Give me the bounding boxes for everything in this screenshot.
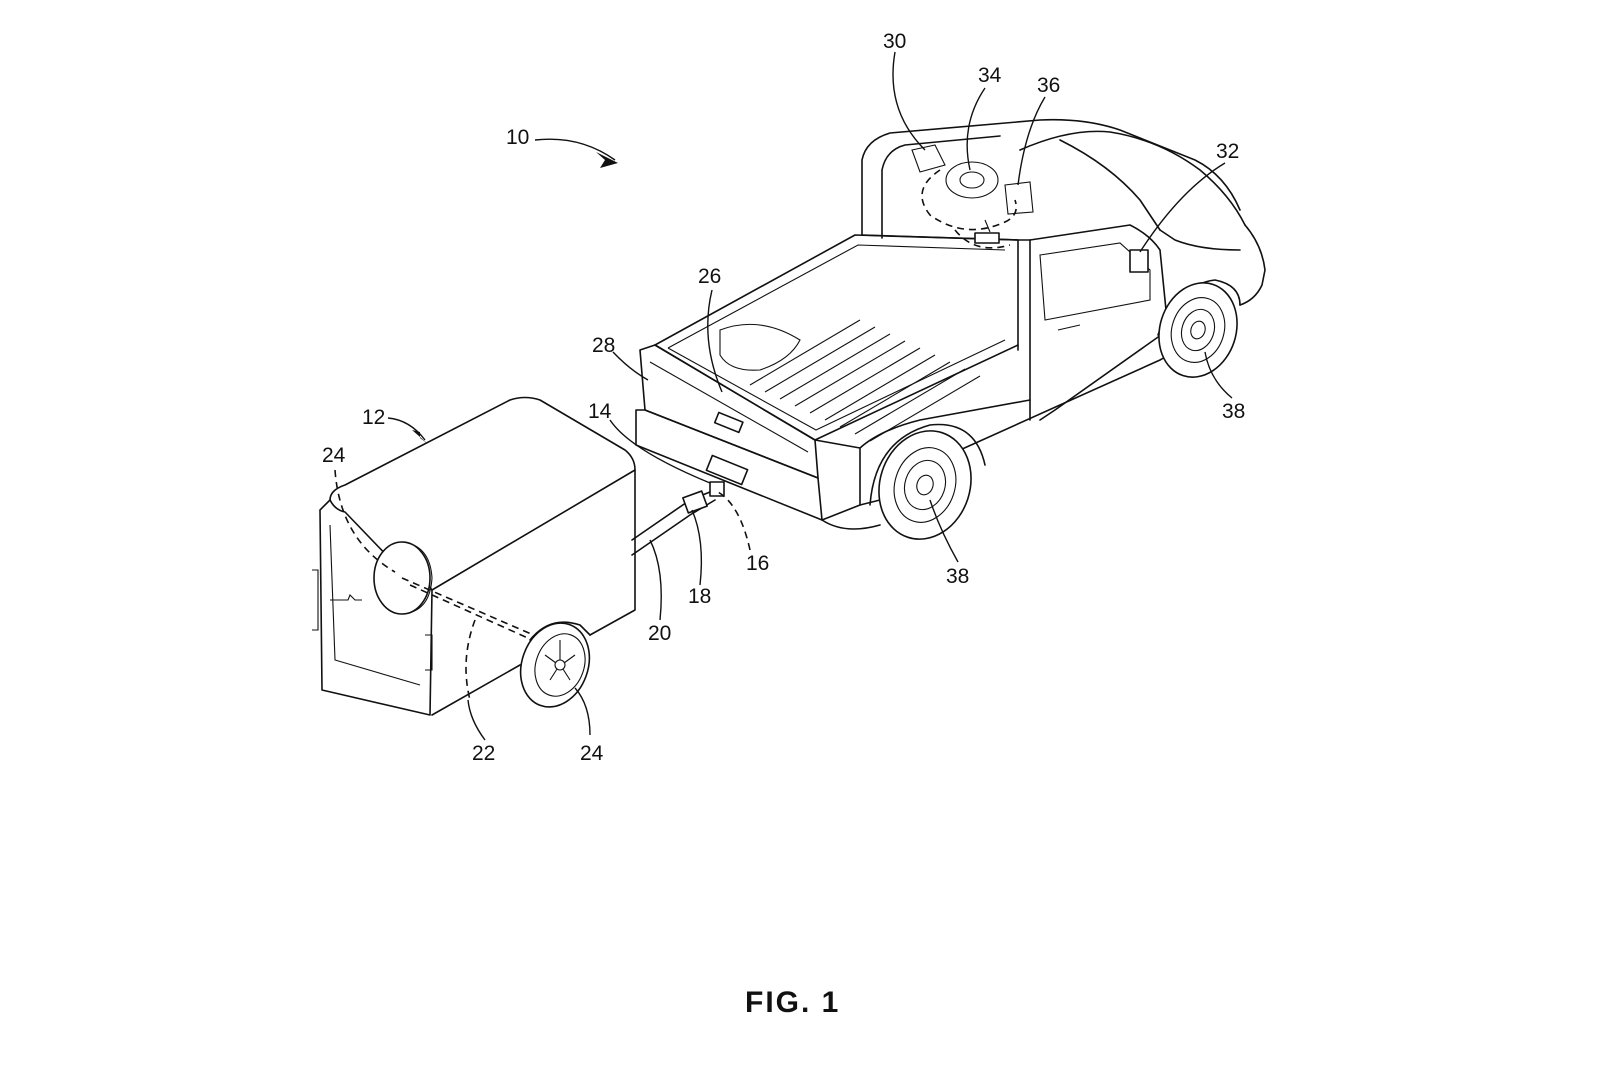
label-coupler: 18 bbox=[688, 585, 711, 608]
label-bed: 26 bbox=[698, 265, 721, 288]
figure-caption: FIG. 1 bbox=[745, 986, 840, 1019]
side-mirror-shape bbox=[1129, 249, 1149, 273]
vehicle-rear-wheel bbox=[878, 430, 972, 540]
label-side-mirror: 32 bbox=[1216, 140, 1239, 163]
label-trailer: 12 bbox=[362, 406, 385, 429]
label-hitch-sensor: 16 bbox=[746, 552, 769, 575]
label-dashboard-display: 30 bbox=[883, 30, 906, 53]
label-vehicle-wheel-front: 38 bbox=[1222, 400, 1245, 423]
label-steering-wheel: 34 bbox=[978, 64, 1002, 87]
label-controller: 36 bbox=[1037, 74, 1060, 97]
label-system: 10 bbox=[506, 126, 529, 149]
label-trailer-wheel-upper: 24 bbox=[322, 444, 346, 467]
label-tailgate: 28 bbox=[592, 334, 615, 357]
hitch-assembly bbox=[631, 481, 725, 556]
label-tongue: 20 bbox=[648, 622, 671, 645]
label-vehicle-wheel-rear: 38 bbox=[946, 565, 969, 588]
label-axle: 22 bbox=[472, 742, 495, 765]
trailer bbox=[312, 396, 636, 716]
label-trailer-wheel-lower: 24 bbox=[580, 742, 604, 765]
trailer-wheel bbox=[519, 621, 591, 708]
vehicle-front-wheel bbox=[1158, 282, 1238, 378]
leader-lines bbox=[334, 51, 1233, 741]
label-hitch-point: 14 bbox=[588, 400, 612, 423]
steering-wheel-shape bbox=[945, 161, 999, 199]
vehicle bbox=[635, 118, 1266, 540]
